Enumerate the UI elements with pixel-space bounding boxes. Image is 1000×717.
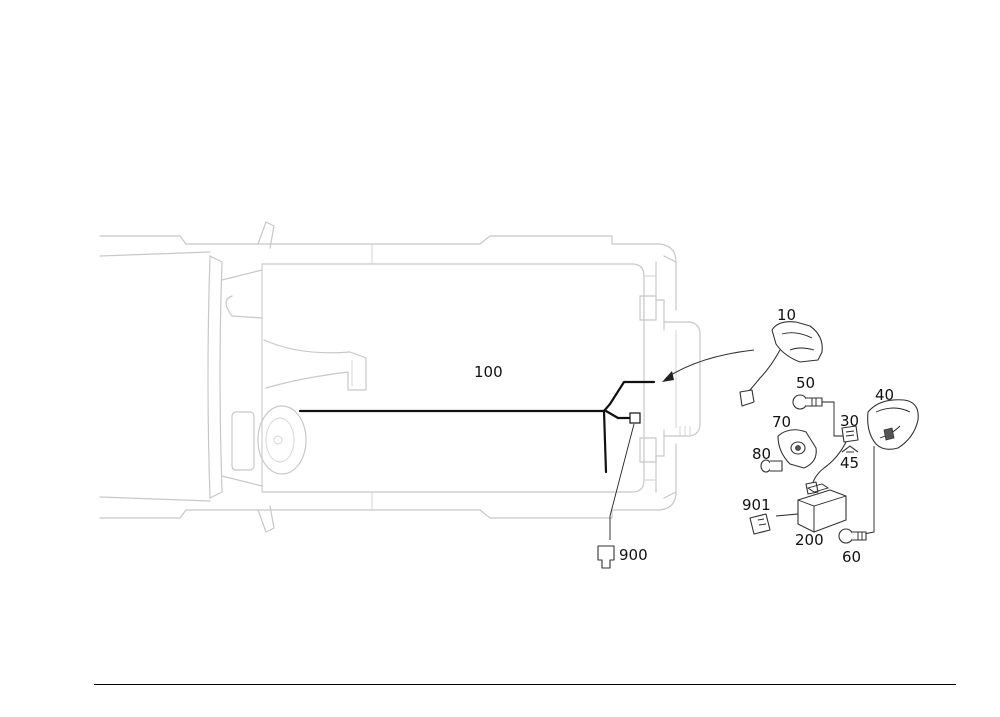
camera-cover-part — [739, 321, 823, 407]
label-70: 70 — [772, 413, 791, 431]
bracket-70-part — [777, 429, 817, 469]
bolt-60-part — [838, 528, 867, 544]
arrow-head-icon — [662, 371, 674, 382]
leader-line-901 — [775, 513, 799, 517]
clip-45-part — [841, 445, 859, 453]
label-45: 45 — [840, 454, 859, 472]
label-10: 10 — [777, 306, 796, 324]
label-901: 901 — [742, 496, 771, 514]
leader-line-900 — [609, 423, 635, 540]
callout-labels: 100 900 10 50 30 40 70 45 80 200 901 60 — [474, 306, 894, 566]
control-unit-200-part — [797, 483, 847, 533]
label-200: 200 — [795, 531, 824, 549]
label-900: 900 — [619, 546, 648, 564]
leader-line-50 — [822, 401, 844, 437]
wiring-harness — [298, 380, 656, 474]
label-80: 80 — [752, 445, 771, 463]
label-60: 60 — [842, 548, 861, 566]
mounting-arrow — [665, 349, 755, 379]
connector-900 — [597, 545, 615, 569]
connector-30-part — [805, 425, 859, 495]
vehicle-outline — [99, 221, 701, 533]
bolt-50-part — [792, 394, 823, 410]
label-30: 30 — [840, 412, 859, 430]
page-footer-rule — [94, 684, 956, 685]
camera-housing-part — [867, 399, 919, 450]
label-40: 40 — [875, 386, 894, 404]
label-50: 50 — [796, 374, 815, 392]
plug-901-part — [749, 513, 771, 535]
leader-line-40 — [863, 446, 875, 535]
screw-80-part — [760, 459, 783, 473]
label-100: 100 — [474, 363, 503, 381]
